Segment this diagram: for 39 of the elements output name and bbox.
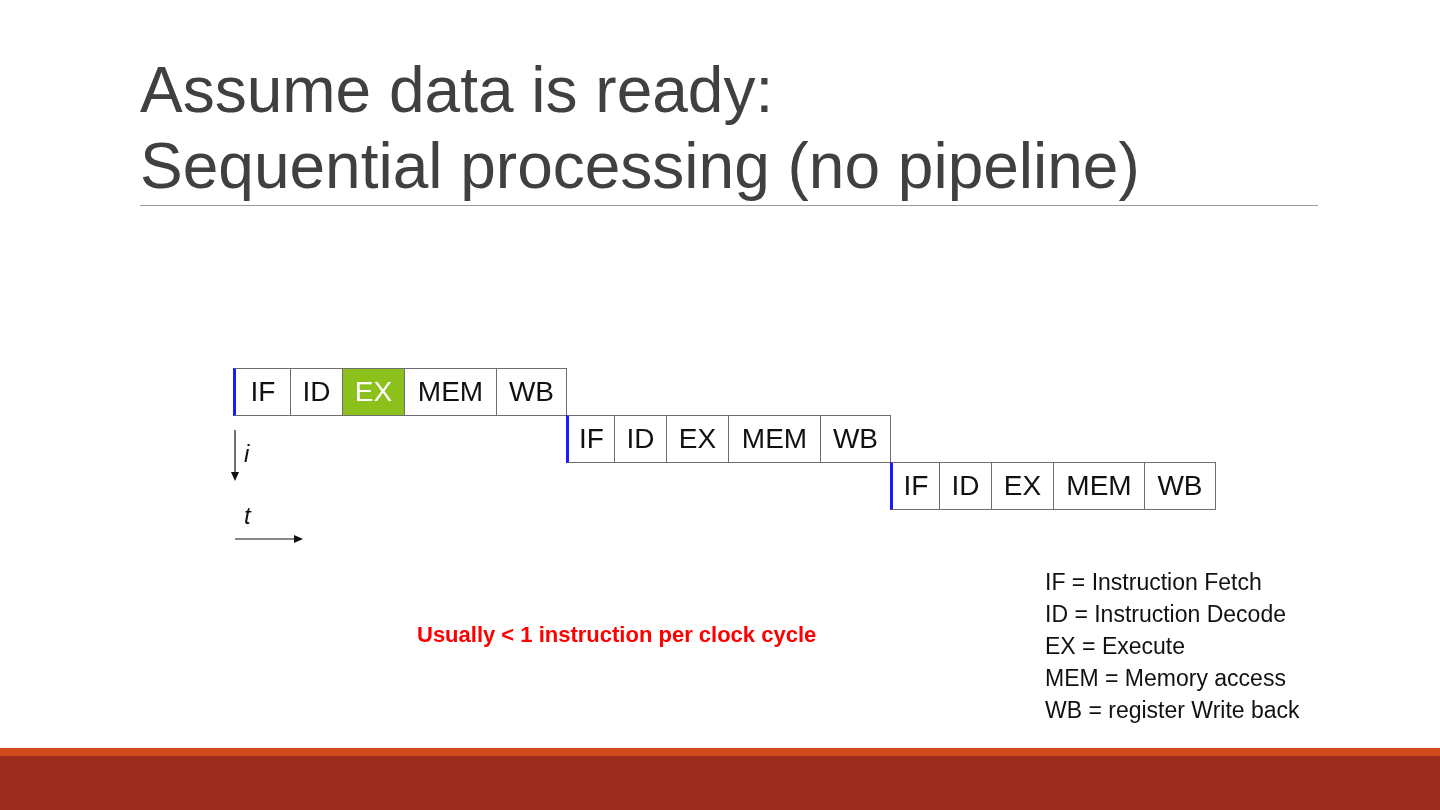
pipeline-stage-box — [1144, 462, 1216, 510]
stage-label: WB — [1157, 470, 1203, 502]
stage-label: MEM — [417, 376, 484, 408]
stage-label: WB — [508, 376, 555, 408]
pipeline-stage-box — [820, 415, 891, 463]
legend-text: WB = register Write back — [1045, 696, 1301, 724]
pipeline-stage-box — [342, 368, 405, 416]
stage-label: WB — [832, 423, 879, 455]
pipeline-stage-box — [614, 415, 667, 463]
pipeline-stage-box — [566, 415, 615, 463]
legend-text: MEM = Memory access — [1045, 664, 1287, 692]
pipeline-stage-box — [991, 462, 1054, 510]
axis-label: t — [244, 502, 251, 530]
stage-label: EX — [678, 423, 717, 455]
pipeline-stage-box — [939, 462, 992, 510]
axis-label: i — [244, 440, 250, 468]
legend-text: IF = Instruction Fetch — [1045, 568, 1263, 596]
stage-label: IF — [250, 376, 276, 408]
pipeline-stage-box — [890, 462, 940, 510]
pipeline-stage-box — [666, 415, 729, 463]
legend-text: EX = Execute — [1045, 632, 1186, 660]
note-text: Usually < 1 instruction per clock cycle — [417, 622, 817, 648]
stage-label: MEM — [1066, 470, 1132, 502]
stage-label: EX — [354, 376, 393, 408]
stage-label: MEM — [741, 423, 808, 455]
stage-label: EX — [1003, 470, 1042, 502]
pipeline-stage-box — [496, 368, 567, 416]
pipeline-stage-box — [290, 368, 343, 416]
stage-label: ID — [951, 470, 980, 502]
stage-label: IF — [903, 470, 929, 502]
stage-label: ID — [626, 423, 655, 455]
pipeline-stage-box — [1053, 462, 1145, 510]
pipeline-stage-box — [404, 368, 497, 416]
slide-title: Assume data is ready: Sequential processing (no pipeline) — [140, 53, 1141, 204]
legend-text: ID = Instruction Decode — [1045, 600, 1287, 628]
stage-label: IF — [579, 423, 604, 455]
stage-label: ID — [302, 376, 331, 408]
pipeline-stage-box — [728, 415, 821, 463]
pipeline-stage-box — [233, 368, 291, 416]
